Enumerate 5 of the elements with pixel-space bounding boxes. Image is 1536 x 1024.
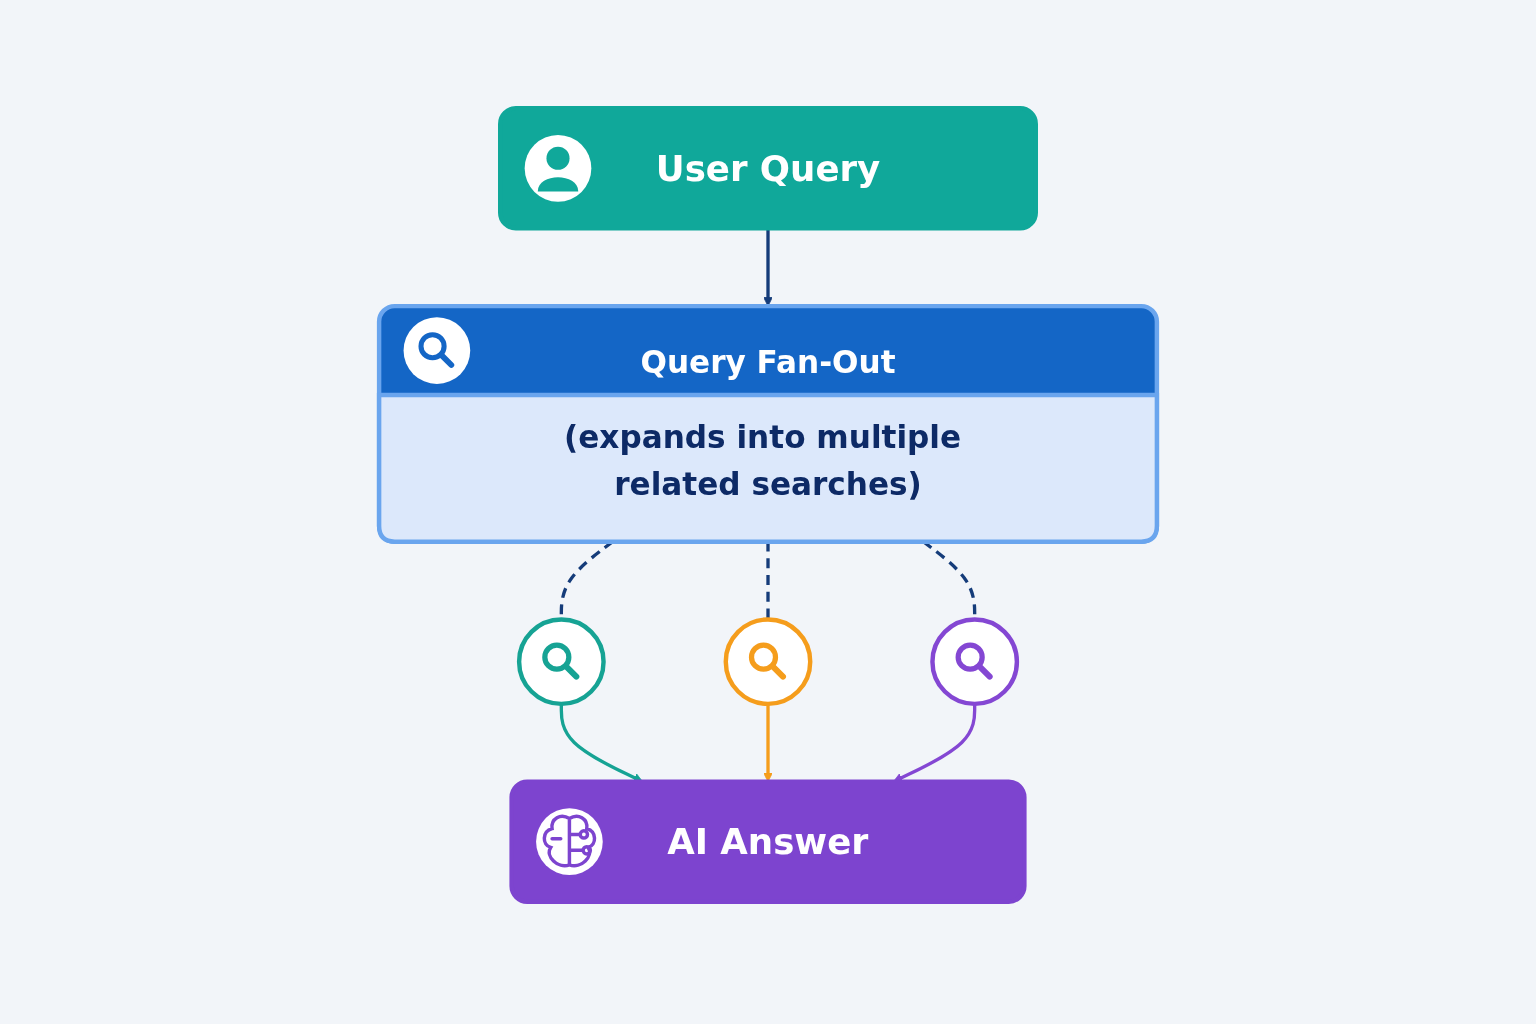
node-circle — [516, 617, 606, 707]
node-circle — [723, 617, 813, 707]
node-circle — [930, 617, 1020, 707]
node-box: User Query — [498, 106, 1038, 231]
node-box: AI Answer — [509, 779, 1027, 904]
